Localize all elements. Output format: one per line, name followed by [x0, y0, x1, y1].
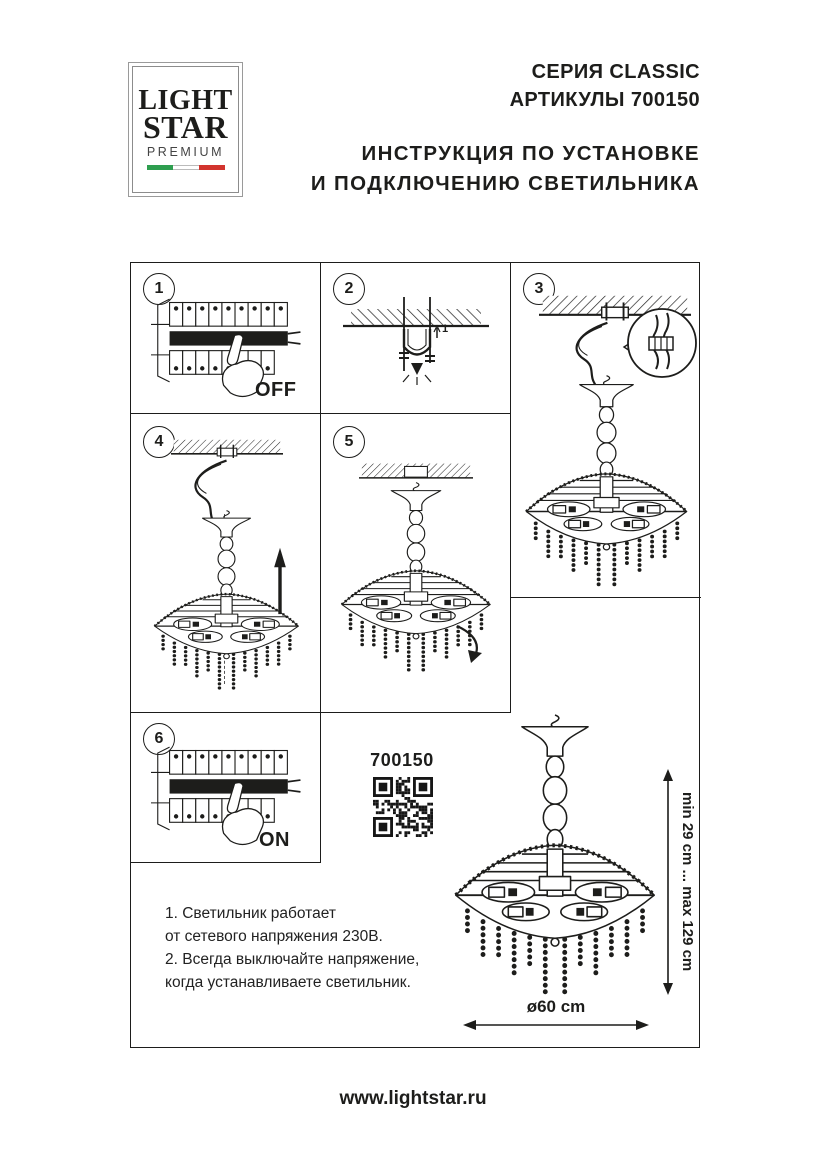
series-line: СЕРИЯ CLASSIC — [531, 61, 700, 83]
step-panel-5: 5 — [321, 414, 511, 713]
logo-word-premium: PREMIUM — [146, 145, 225, 159]
qr-code — [373, 777, 433, 837]
lift-up-arrow — [274, 547, 286, 615]
website-url: www.lightstar.ru — [339, 1088, 487, 1109]
note-line: 1. Светильник работает — [165, 905, 336, 922]
note-line: 2. Всегда выключайте напряжение, — [165, 951, 420, 968]
article-number: 700150 — [370, 750, 434, 770]
ceiling-hook-drawing — [343, 297, 489, 385]
step-number-badge: 2 — [333, 273, 365, 305]
hook-callout-number: 1 — [442, 323, 449, 335]
wiring-detail-magnifier — [623, 308, 697, 378]
diameter-dimension-label: ø60 cm — [526, 997, 586, 1016]
lightstar-logo: LIGHT STAR PREMIUM — [128, 62, 243, 197]
instruction-title-line2: И ПОДКЛЮЧЕНИЮ СВЕТИЛЬНИКА — [310, 172, 700, 195]
step-panel-2: 2 — [321, 263, 511, 414]
step-panel-4: 4 — [131, 414, 321, 713]
flag-red — [198, 165, 225, 170]
safety-notes: 1. Светильник работает от сетевого напря… — [165, 902, 419, 994]
note-line: от сетевого напряжения 230В. — [165, 928, 383, 945]
step-number-badge: 6 — [143, 723, 175, 755]
instruction-title-line1: ИНСТРУКЦИЯ ПО УСТАНОВКЕ — [361, 142, 700, 165]
lightstar-logo-inner: LIGHT STAR PREMIUM — [132, 66, 239, 193]
diameter-dimension-arrow — [463, 1020, 649, 1030]
step-panel-1: 1 OFF — [131, 263, 321, 414]
step-panel-3: 3 — [511, 263, 701, 598]
rotate-arrow — [456, 625, 482, 663]
ceiling-drawing — [359, 463, 473, 479]
chandelier-dimension-drawing — [448, 714, 662, 998]
power-on-label: ON — [259, 829, 290, 851]
flag-green — [146, 165, 173, 170]
flag-white — [172, 165, 199, 170]
height-dimension-label: min 29 cm ... max 129 cm — [679, 792, 696, 972]
height-dimension-arrow — [663, 769, 673, 995]
step-number-badge: 4 — [143, 426, 175, 458]
power-off-label: OFF — [255, 379, 297, 401]
articles-line: АРТИКУЛЫ 700150 — [509, 89, 700, 111]
instruction-grid: 1 OFF 2 — [130, 262, 701, 1048]
step-panel-6: 6 ON — [131, 713, 321, 863]
step-number-badge: 5 — [333, 426, 365, 458]
header: СЕРИЯ CLASSIC АРТИКУЛЫ 700150 ИНСТРУКЦИЯ… — [311, 58, 700, 199]
logo-word-star: STAR — [143, 109, 228, 145]
italy-flag-bar — [146, 165, 225, 170]
note-line: когда устанавливаете светильник. — [165, 974, 411, 991]
logo-word-light: LIGHT — [138, 85, 233, 116]
chandelier-drawing — [524, 375, 689, 589]
